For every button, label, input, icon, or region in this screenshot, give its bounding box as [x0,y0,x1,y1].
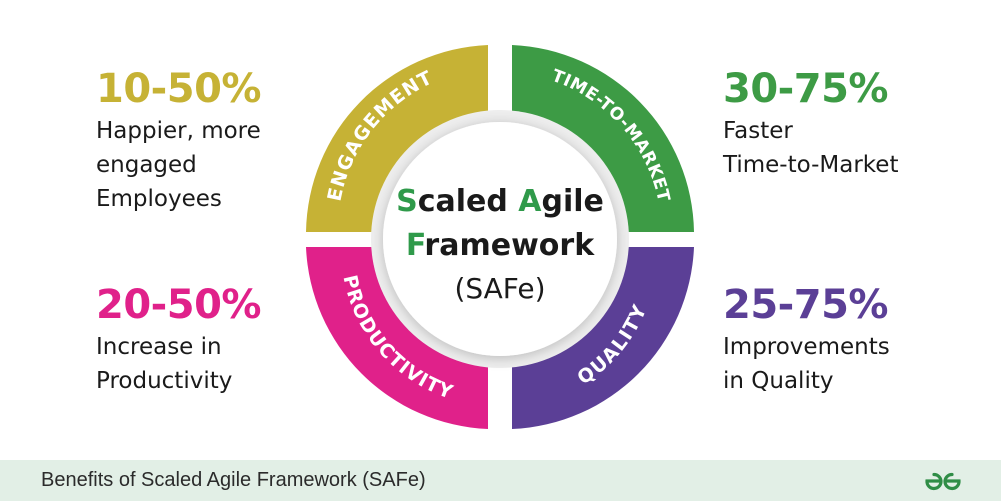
footer-caption: Benefits of Scaled Agile Framework (SAFe… [41,469,426,491]
time-to-market-percent: 30-75% [723,66,889,112]
center-word-gile: gile [542,184,604,219]
time-to-market-segment [512,45,694,232]
center-initial-f: F [406,228,425,263]
footer-bar: Benefits of Scaled Agile Framework (SAFe… [0,460,1001,501]
quality-percent: 25-75% [723,282,889,328]
center-word-ramework: ramework [424,228,595,263]
engagement-segment [306,45,488,232]
center-circle [383,122,617,356]
quality-desc-line: Improvements [723,334,890,360]
center-word-caled: caled [418,184,519,219]
engagement-desc-line: Happier, more [96,118,261,144]
center-title-line3: (SAFe) [454,272,545,305]
stat-quality: 25-75% Improvements in Quality [723,282,963,398]
stat-productivity: 20-50% Increase in Productivity [96,282,336,398]
engagement-desc-line: engaged [96,152,197,178]
engagement-desc-line: Employees [96,186,222,212]
center-title-line1: Scaled Agile [396,184,604,219]
engagement-percent: 10-50% [96,66,262,112]
time-to-market-desc-line: Faster [723,118,793,144]
stat-time-to-market: 30-75% Faster Time-to-Market [723,66,963,182]
center-title-line2: Framework [406,228,595,263]
engagement-description: Happier, more engaged Employees [96,114,336,216]
stat-engagement: 10-50% Happier, more engaged Employees [96,66,336,216]
productivity-desc-line: Increase in [96,334,222,360]
productivity-description: Increase in Productivity [96,330,336,398]
productivity-percent: 20-50% [96,282,262,328]
safe-benefits-wheel: ENGAGEMENT TIME-TO-MARKET PRODUCTIVITY Q… [306,45,694,429]
quality-desc-line: in Quality [723,368,834,394]
time-to-market-description: Faster Time-to-Market [723,114,963,182]
center-initial-a: A [518,184,542,219]
productivity-desc-line: Productivity [96,368,233,394]
quality-segment [512,247,694,429]
productivity-segment [306,247,488,429]
time-to-market-desc-line: Time-to-Market [723,152,899,178]
geeksforgeeks-logo-icon [925,472,961,491]
quality-description: Improvements in Quality [723,330,963,398]
center-initial-s: S [396,184,418,219]
